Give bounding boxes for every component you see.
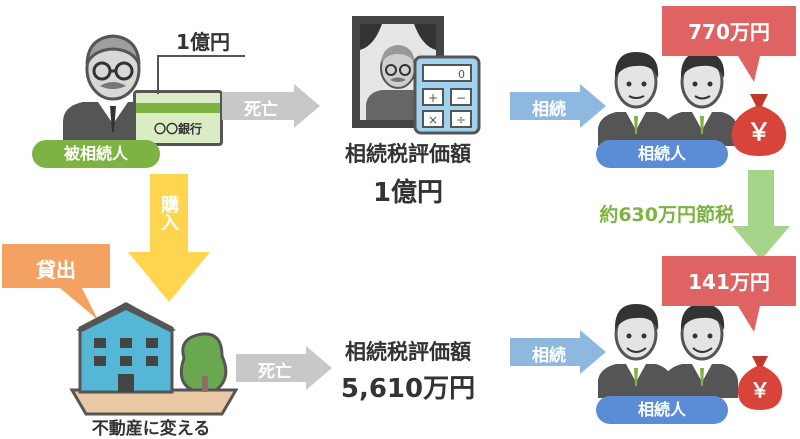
bank-card-label: 〇〇銀行 [153,122,202,136]
top-valuation-amount: 1億円 [372,178,444,208]
purchase-label: 購入 [158,195,179,231]
tax-callout-box [662,6,796,82]
death-arrow-bottom-label: 死亡 [258,362,292,382]
calculator-icon: 0 + − × ÷ [413,55,481,135]
amount-callout-line [157,55,245,94]
savings-label: 約630万円節税 [599,204,734,226]
bottom-heirs-label: 相続人 [596,396,728,424]
purchase-arrow [128,174,210,302]
convert-label: 不動産に変える [91,419,211,439]
savings-arrow [732,170,790,260]
apartment-building-icon [69,302,238,416]
bottom-tax-amount: 141万円 [688,270,770,294]
heirs-icon [598,52,738,146]
tax-callout-box-bottom [662,256,796,332]
top-tax-amount: 770万円 [688,20,770,44]
svg-text:+: + [428,91,438,105]
amount-callout-text: 1億円 [176,30,230,54]
death-arrow [222,84,320,128]
bottom-valuation-amount: 5,610万円 [340,374,476,404]
rent-label: 貸出 [36,258,76,282]
rent-callout-box [2,244,110,320]
top-valuation-title: 相続税評価額 [345,142,471,166]
money-bag-bottom-symbol: ￥ [750,378,770,402]
death-arrow-label: 死亡 [244,100,278,120]
svg-text:×: × [428,113,438,127]
inherit-arrow-bottom-label: 相続 [532,346,566,366]
svg-text:−: − [456,91,466,105]
money-bag-icon [731,94,787,156]
money-bag-symbol: ￥ [747,118,771,146]
svg-text:0: 0 [458,68,465,81]
death-arrow-bottom [236,346,332,390]
heirs-icon-bottom [598,304,738,398]
bottom-valuation-title: 相続税評価額 [345,340,471,364]
inherit-arrow-label: 相続 [532,100,566,120]
inherit-arrow [510,84,606,128]
deceased-label: 被相続人 [32,140,160,168]
inherit-arrow-bottom [510,330,606,374]
money-bag-icon-bottom [737,356,783,410]
top-heirs-label: 相続人 [596,140,728,168]
svg-text:÷: ÷ [456,113,466,127]
bank-card-icon: 〇〇銀行 [133,90,223,146]
